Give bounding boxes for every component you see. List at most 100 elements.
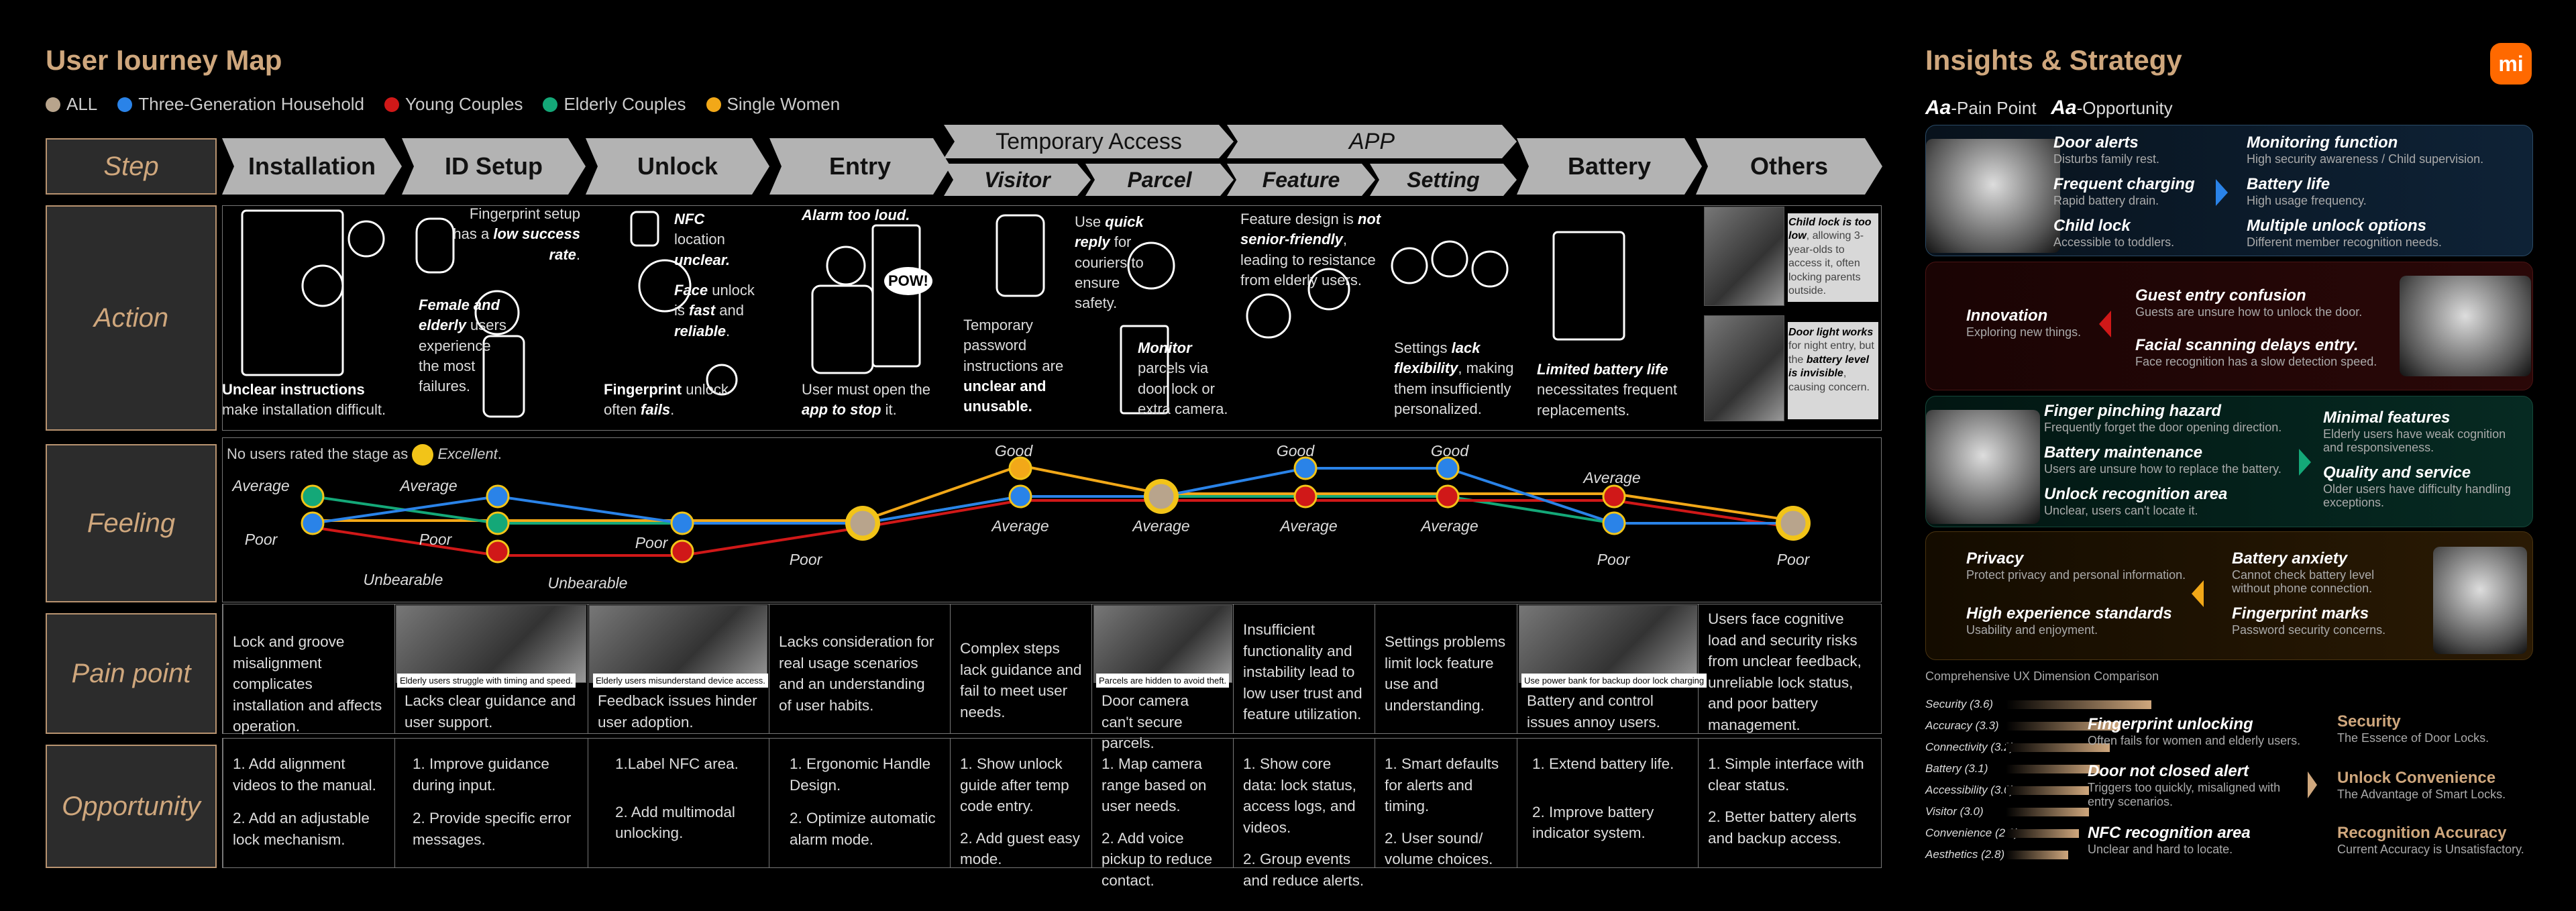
door-camera-icon [1120,325,1169,415]
opp-cell: 1.Label NFC area.2. Add multimodal unloc… [588,739,769,867]
feeling-label: Good [1431,442,1469,460]
pain-cell: Feedback issues hinder user adoption. [588,604,769,733]
legend-dot-icon [706,97,721,112]
feeling-emoji-icon [670,539,694,564]
feeling-label: Poor [790,551,823,568]
feeling-label: Average [398,477,457,494]
feeling-emoji-icon [1436,456,1460,480]
feeling-emoji-icon [301,484,325,508]
action-feature: Feature design is not senior-friendly, l… [1240,211,1381,289]
feeling-label: Poor [245,531,278,548]
step-id-setup: ID Setup [402,138,586,195]
legend-dot-icon [46,97,60,112]
pain-cell: Lacks clear guidance and user support. [394,604,588,733]
feeling-label: Good [1277,442,1315,460]
ux-bar-label: Accuracy (3.3) [1925,719,1999,732]
feeling-emoji-icon [1293,456,1318,480]
key-legend: Aa-Pain Point Aa-Opportunity [1925,97,2173,119]
photo-caption: Elderly users struggle with timing and s… [397,674,576,688]
door-light-photo [1704,315,1784,421]
opp-cell: 1. Show unlock guide after temp code ent… [950,739,1091,867]
chevron-left-icon [2192,580,2204,607]
ux-comparison-title: Comprehensive UX Dimension Comparison [1925,669,2159,683]
phone-icon [630,211,659,247]
courier-icon [1127,242,1175,290]
elderly-face-icon [638,259,692,313]
battery-lock-icon [1552,231,1625,341]
door-illustration [241,209,344,376]
ux-bar-label: Aesthetics (2.8) [1925,848,2005,861]
row-label-feeling: Feeling [46,444,217,602]
feeling-series-line [312,499,1794,557]
chevron-right-icon [2216,179,2228,206]
row-label-action: Action [46,205,217,431]
legend-item: Three-Generation Household [117,94,364,115]
photo-caption: Parcels are hidden to avoid theft. [1096,674,1230,688]
chevron-right-icon [2299,449,2311,476]
group-app: APP [1227,125,1517,158]
feeling-label: Average [231,477,289,494]
pain-cell: Lacks consideration for real usage scena… [769,604,950,733]
feeling-emoji-icon [1008,484,1032,508]
pow-burst: POW! [884,267,932,295]
confused-user-icon [1246,293,1291,339]
legend-item: Elderly Couples [543,94,686,115]
action-battery: Limited battery life necessitates freque… [1537,361,1678,419]
feeling-label: Unbearable [548,574,628,592]
feeling-label: Unbearable [364,571,443,588]
step-others: Others [1696,138,1882,195]
photo-caption: Use power bank for backup door lock char… [1521,674,1707,688]
feeling-label: Average [1419,517,1478,535]
legend-item: Single Women [706,94,840,115]
feeling-emoji-icon [1776,506,1811,541]
user-figure-icon [301,264,344,307]
pain-photo-parcel [1093,605,1232,683]
ux-bar [2006,829,2079,838]
opp-cell: 1. Extend battery life.2. Improve batter… [1517,739,1698,867]
family-photo [1926,139,2060,253]
pain-photo-id-setup [396,605,586,683]
feeling-emoji-icon [486,539,510,564]
ux-bar-label: Battery (3.1) [1925,762,1988,775]
feeling-label: Average [1582,469,1640,486]
keypad-hand-icon [996,214,1045,297]
legend-dot-icon [384,97,400,112]
opp-cell: 1. Improve guidance during input.2. Prov… [394,739,588,867]
action-id-setup-2: Female and elderly users experience the … [419,297,506,395]
page-title: User Iourney Map [46,44,282,76]
action-entry-alarm: Alarm too loud. [802,207,910,223]
elderly-photo [1926,410,2040,524]
opp-cell: 1. Map camera range based on user needs.… [1091,739,1233,889]
ux-bar-label: Visitor (3.0) [1925,805,1984,818]
pain-cell: Lock and groove misalignment complicates… [223,604,394,735]
step-entry: Entry [769,138,951,195]
feeling-emoji-icon [486,484,510,508]
photo-caption: Elderly users misunderstand device acces… [593,674,768,688]
opp-cell: 1. Smart defaults for alerts and timing.… [1375,739,1517,867]
opp-cell: 1. Simple interface with clear status.2.… [1698,739,1882,867]
feeling-emoji-icon [1144,479,1179,514]
excellent-emoji-icon [412,444,434,466]
action-unlock-fingerprint: Fingerprint unlock often fails. [604,381,729,419]
confused-thought-icon [347,220,385,258]
action-others-1: Child lock is too low, allowing 3-year-o… [1788,217,1872,297]
row-label-pain: Pain point [46,613,217,734]
ux-bar [2006,700,2151,709]
pain-cell: Insufficient functionality and instabili… [1233,604,1375,733]
ux-bar [2006,722,2121,731]
insights-title: Insights & Strategy [1925,44,2182,76]
brand-logo: mi [2490,43,2532,85]
opp-cell: 1. Add alignment videos to the manual.2.… [223,739,394,867]
feeling-emoji-icon [1436,484,1460,508]
feeling-label: Average [1279,517,1337,535]
ux-bar-label: Security (3.6) [1925,698,1994,710]
